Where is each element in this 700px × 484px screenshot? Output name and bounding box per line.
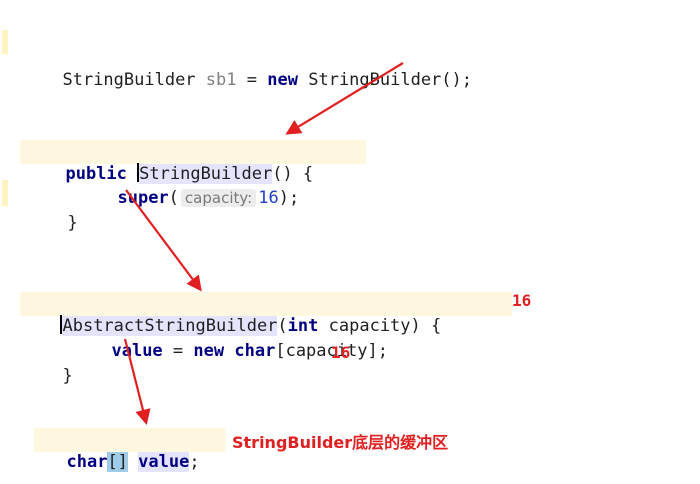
public-keyword: public <box>65 164 127 184</box>
close-brace: } <box>62 366 73 386</box>
constructor-sig-tail: () { <box>272 164 314 184</box>
sig-tail: ) { <box>410 316 442 336</box>
code-line-abstract-constructor: AbstractStringBuilder(int capacity) { <box>40 293 441 337</box>
current-line-band-1 <box>20 140 366 164</box>
new-keyword: new <box>193 341 225 361</box>
variable-name: sb1 <box>205 70 237 90</box>
arrow-to-field <box>123 338 151 425</box>
gutter-mark-mid <box>2 180 8 206</box>
paren-open: ( <box>168 188 179 208</box>
text-caret <box>60 315 63 334</box>
super-tail: ); <box>278 188 300 208</box>
assign-op: = <box>246 70 258 90</box>
code-line-close-brace-2: } <box>42 343 73 387</box>
paren-open: ( <box>277 316 288 336</box>
code-line-super-call: super( capacity: 16); <box>97 165 299 209</box>
arrow-to-abstract-constructor <box>125 189 202 292</box>
hint-value: 16 <box>258 188 279 208</box>
code-line-public-constructor: public StringBuilder() { <box>45 141 313 185</box>
annotation-buffer-note: StringBuilder底层的缓冲区 <box>232 433 449 452</box>
hint-label: capacity: <box>184 189 253 207</box>
abstract-constructor-name[interactable]: AbstractStringBuilder <box>62 316 278 336</box>
code-line-close-brace-1: } <box>47 190 78 234</box>
code-line-array-alloc: value = new char[capacity]; <box>91 318 388 362</box>
super-keyword[interactable]: super <box>117 188 169 208</box>
text-caret <box>137 163 140 182</box>
call-tail: (); <box>441 70 473 90</box>
char-keyword: char <box>66 452 108 472</box>
array-brackets: [] <box>107 452 128 472</box>
char-keyword: char <box>234 341 276 361</box>
close-brace: } <box>67 213 78 233</box>
param-name: capacity <box>328 316 411 336</box>
field-semi: ; <box>189 452 200 472</box>
current-line-band-3 <box>34 428 226 452</box>
int-keyword: int <box>287 316 319 336</box>
code-line-field: char[] value; <box>46 429 200 473</box>
assign-op: = <box>172 341 184 361</box>
value-field-ref[interactable]: value <box>111 341 163 361</box>
new-keyword: new <box>267 70 298 90</box>
parameter-hint: capacity: <box>180 189 257 207</box>
gutter-mark-top <box>2 30 8 54</box>
type-name: StringBuilder <box>62 70 196 90</box>
annotation-array-16: 16 <box>331 343 351 362</box>
array-expr: [capacity]; <box>275 341 388 361</box>
current-line-band-2 <box>20 292 512 316</box>
constructor-name[interactable]: StringBuilder <box>139 164 273 184</box>
field-name[interactable]: value <box>138 452 190 472</box>
annotation-signature-16: 16 <box>512 291 532 310</box>
arrow-to-constructor <box>285 62 404 135</box>
